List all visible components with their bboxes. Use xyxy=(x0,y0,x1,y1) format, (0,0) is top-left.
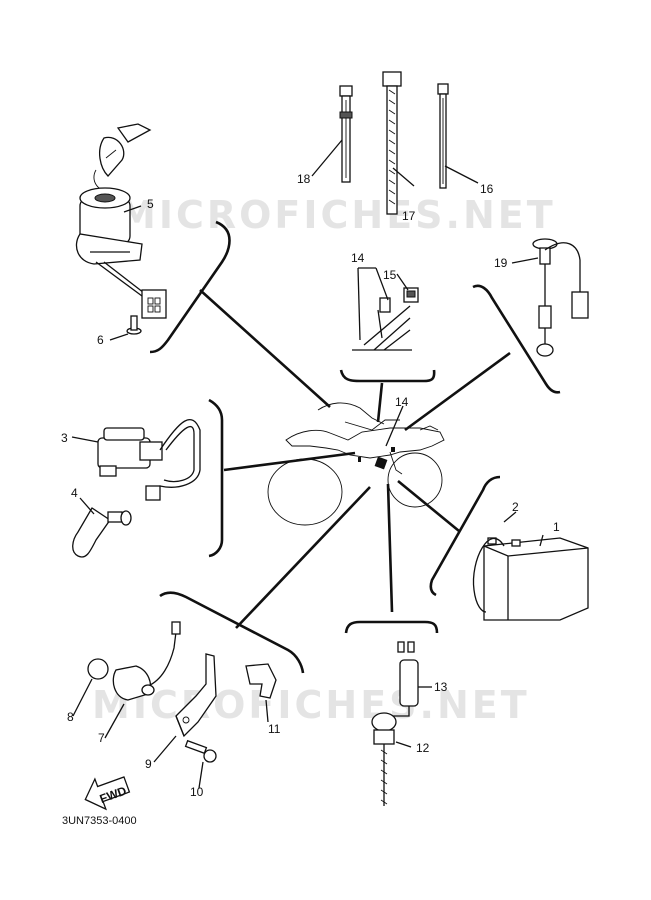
callout-2: 2 xyxy=(512,500,519,514)
callout-1: 1 xyxy=(553,520,560,534)
callout-5: 5 xyxy=(147,197,154,211)
callout-7: 7 xyxy=(98,731,105,745)
diagram-code: 3UN7353-0400 xyxy=(62,815,137,827)
watermark-bottom: MICROFICHES.NET xyxy=(92,683,530,727)
cable-tie-18 xyxy=(339,85,353,183)
brackets xyxy=(149,220,561,674)
callout-8: 8 xyxy=(67,710,74,724)
callout-19: 19 xyxy=(494,256,508,270)
callout-17: 17 xyxy=(402,209,416,223)
watermark-top: MICROFICHES.NET xyxy=(118,193,556,237)
callout-14-center: 14 xyxy=(395,395,409,409)
switch-12 xyxy=(371,712,397,806)
leader-lines xyxy=(199,289,511,629)
callout-4: 4 xyxy=(71,486,78,500)
motorcycle-outline xyxy=(267,402,445,526)
callouts: 1 2 3 4 5 6 7 8 9 10 11 12 13 14 14 15 1… xyxy=(61,172,560,799)
relay-13 xyxy=(392,641,419,717)
bolt-10 xyxy=(184,739,217,763)
cable-tie-16 xyxy=(437,83,449,189)
callout-15: 15 xyxy=(383,268,397,282)
wire-harness-detail xyxy=(352,287,419,351)
ignition-coil-3 xyxy=(97,418,201,501)
callout-3: 3 xyxy=(61,431,68,445)
callout-16: 16 xyxy=(480,182,494,196)
callout-14-top: 14 xyxy=(351,251,365,265)
fwd-arrow: FWD xyxy=(84,776,131,811)
o-ring-8 xyxy=(87,658,109,680)
plug-cap-4 xyxy=(72,507,132,558)
pickup-coil-7 xyxy=(112,621,181,701)
bracket-9 xyxy=(175,653,217,738)
main-switch-assembly xyxy=(75,123,167,319)
callout-18: 18 xyxy=(297,172,311,186)
cable-tie-17 xyxy=(382,71,402,215)
callout-13: 13 xyxy=(434,680,448,694)
screw-6 xyxy=(126,315,142,335)
callout-lines xyxy=(71,139,544,789)
callout-11: 11 xyxy=(268,722,281,736)
callout-12: 12 xyxy=(416,741,430,755)
callout-9: 9 xyxy=(145,757,152,771)
sensor-19 xyxy=(532,238,589,357)
clip-11 xyxy=(245,663,277,699)
callout-10: 10 xyxy=(190,785,204,799)
callout-6: 6 xyxy=(97,333,104,347)
battery-1 xyxy=(472,537,589,621)
